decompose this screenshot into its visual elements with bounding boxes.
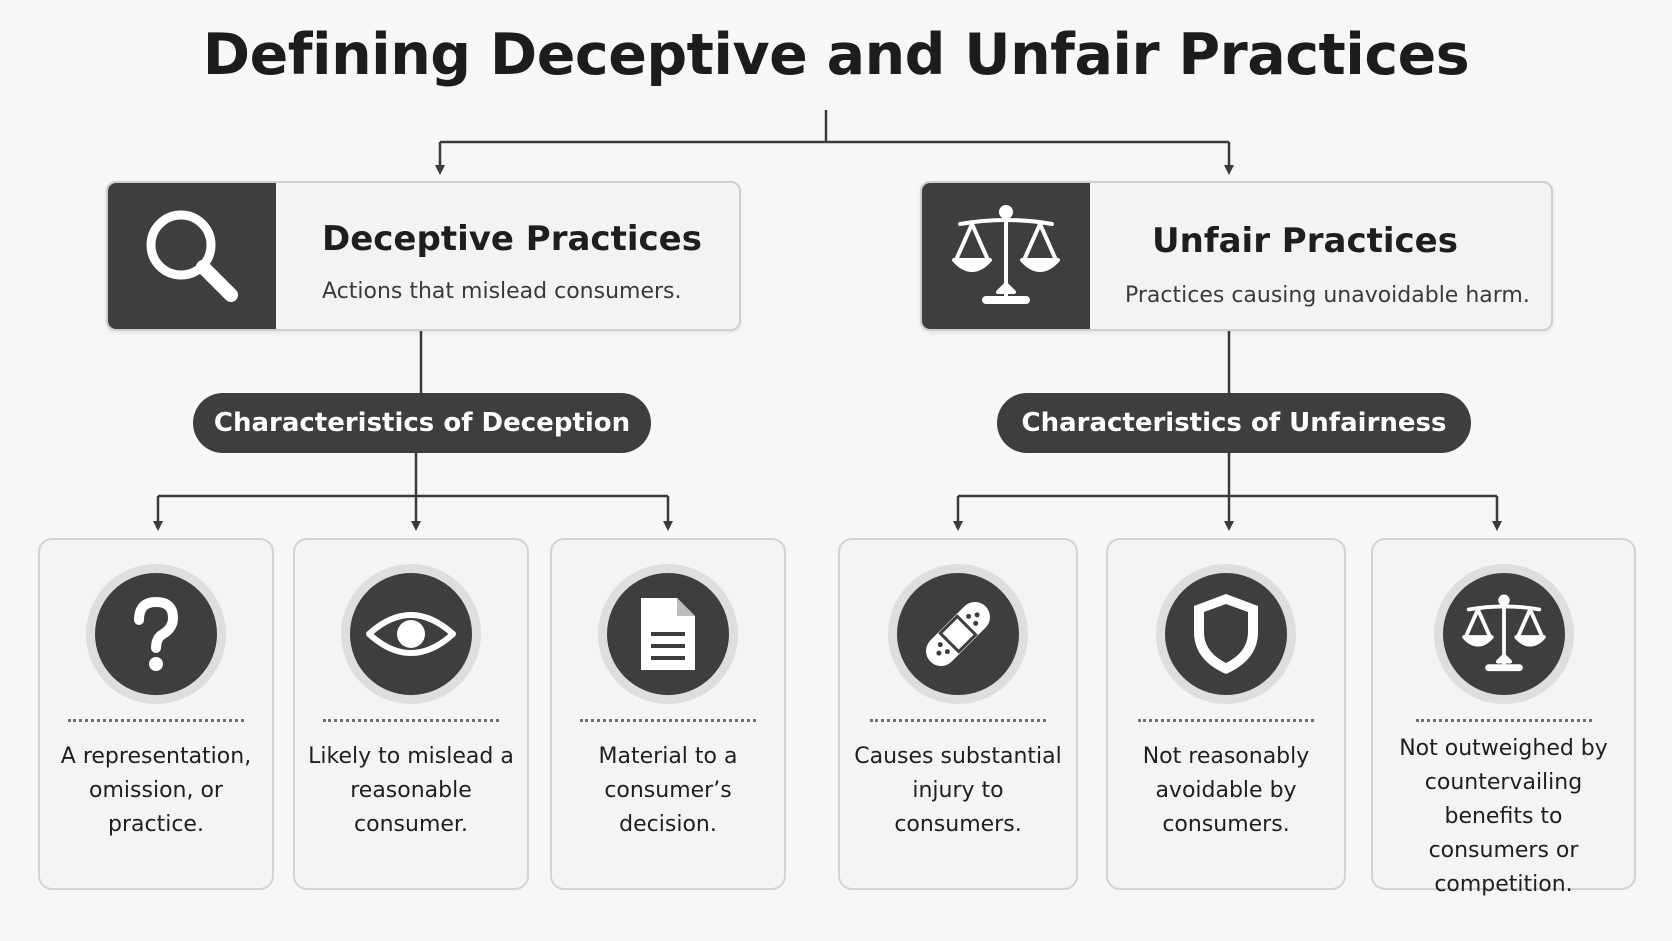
divider: [68, 719, 244, 722]
magnifier-icon: [146, 210, 238, 302]
deception-item-text: Material to a consumer’s decision.: [598, 744, 738, 837]
characteristics-deception-pill: Characteristics of Deception: [193, 393, 651, 453]
eye-icon: [366, 612, 456, 656]
divider: [1415, 719, 1592, 722]
characteristics-unfairness-pill: Characteristics of Unfairness: [997, 393, 1471, 453]
bandage-icon: [926, 602, 990, 666]
deceptive-practices-card: Deceptive Practices Actions that mislead…: [106, 181, 741, 331]
page-title: Defining Deceptive and Unfair Practices: [202, 22, 1470, 88]
divider: [323, 719, 499, 722]
deception-item-text: A representation, omission, or practice.: [60, 744, 252, 837]
scales-icon: [1461, 594, 1546, 672]
question-mark-icon: [134, 596, 179, 671]
unfair-heading: Unfair Practices: [1152, 221, 1458, 261]
deception-item-mislead: Likely to mislead a reasonable consumer.: [293, 538, 529, 890]
deception-item-material: Material to a consumer’s decision.: [550, 538, 786, 890]
unfairness-item-outweighed: Not outweighed by countervailing benefit…: [1371, 538, 1636, 897]
deception-item-text: Likely to mislead a reasonable consumer.: [308, 744, 514, 837]
deceptive-description: Actions that mislead consumers.: [322, 279, 682, 304]
deceptive-icon-panel: [108, 183, 276, 329]
document-icon: [641, 598, 695, 670]
divider: [870, 719, 1046, 722]
unfairness-item-text: Not reasonably avoidable by consumers.: [1142, 744, 1310, 837]
divider: [580, 719, 756, 722]
unfairness-item-text: Not outweighed by countervailing benefit…: [1399, 736, 1608, 897]
unfairness-item-injury: Causes substantial injury to consumers.: [838, 538, 1078, 890]
unfairness-item-text: Causes substantial injury to consumers.: [854, 744, 1062, 837]
deception-item-representation: A representation, omission, or practice.: [38, 538, 274, 890]
unfair-description: Practices causing unavoidable harm.: [1125, 283, 1530, 308]
divider: [1138, 719, 1314, 722]
scales-icon: [952, 205, 1060, 304]
unfair-icon-panel: [922, 183, 1090, 329]
shield-icon: [1194, 594, 1258, 674]
deceptive-heading: Deceptive Practices: [322, 219, 702, 259]
unfair-practices-card: Unfair Practices Practices causing unavo…: [920, 181, 1553, 331]
unfairness-item-avoidable: Not reasonably avoidable by consumers.: [1106, 538, 1346, 890]
